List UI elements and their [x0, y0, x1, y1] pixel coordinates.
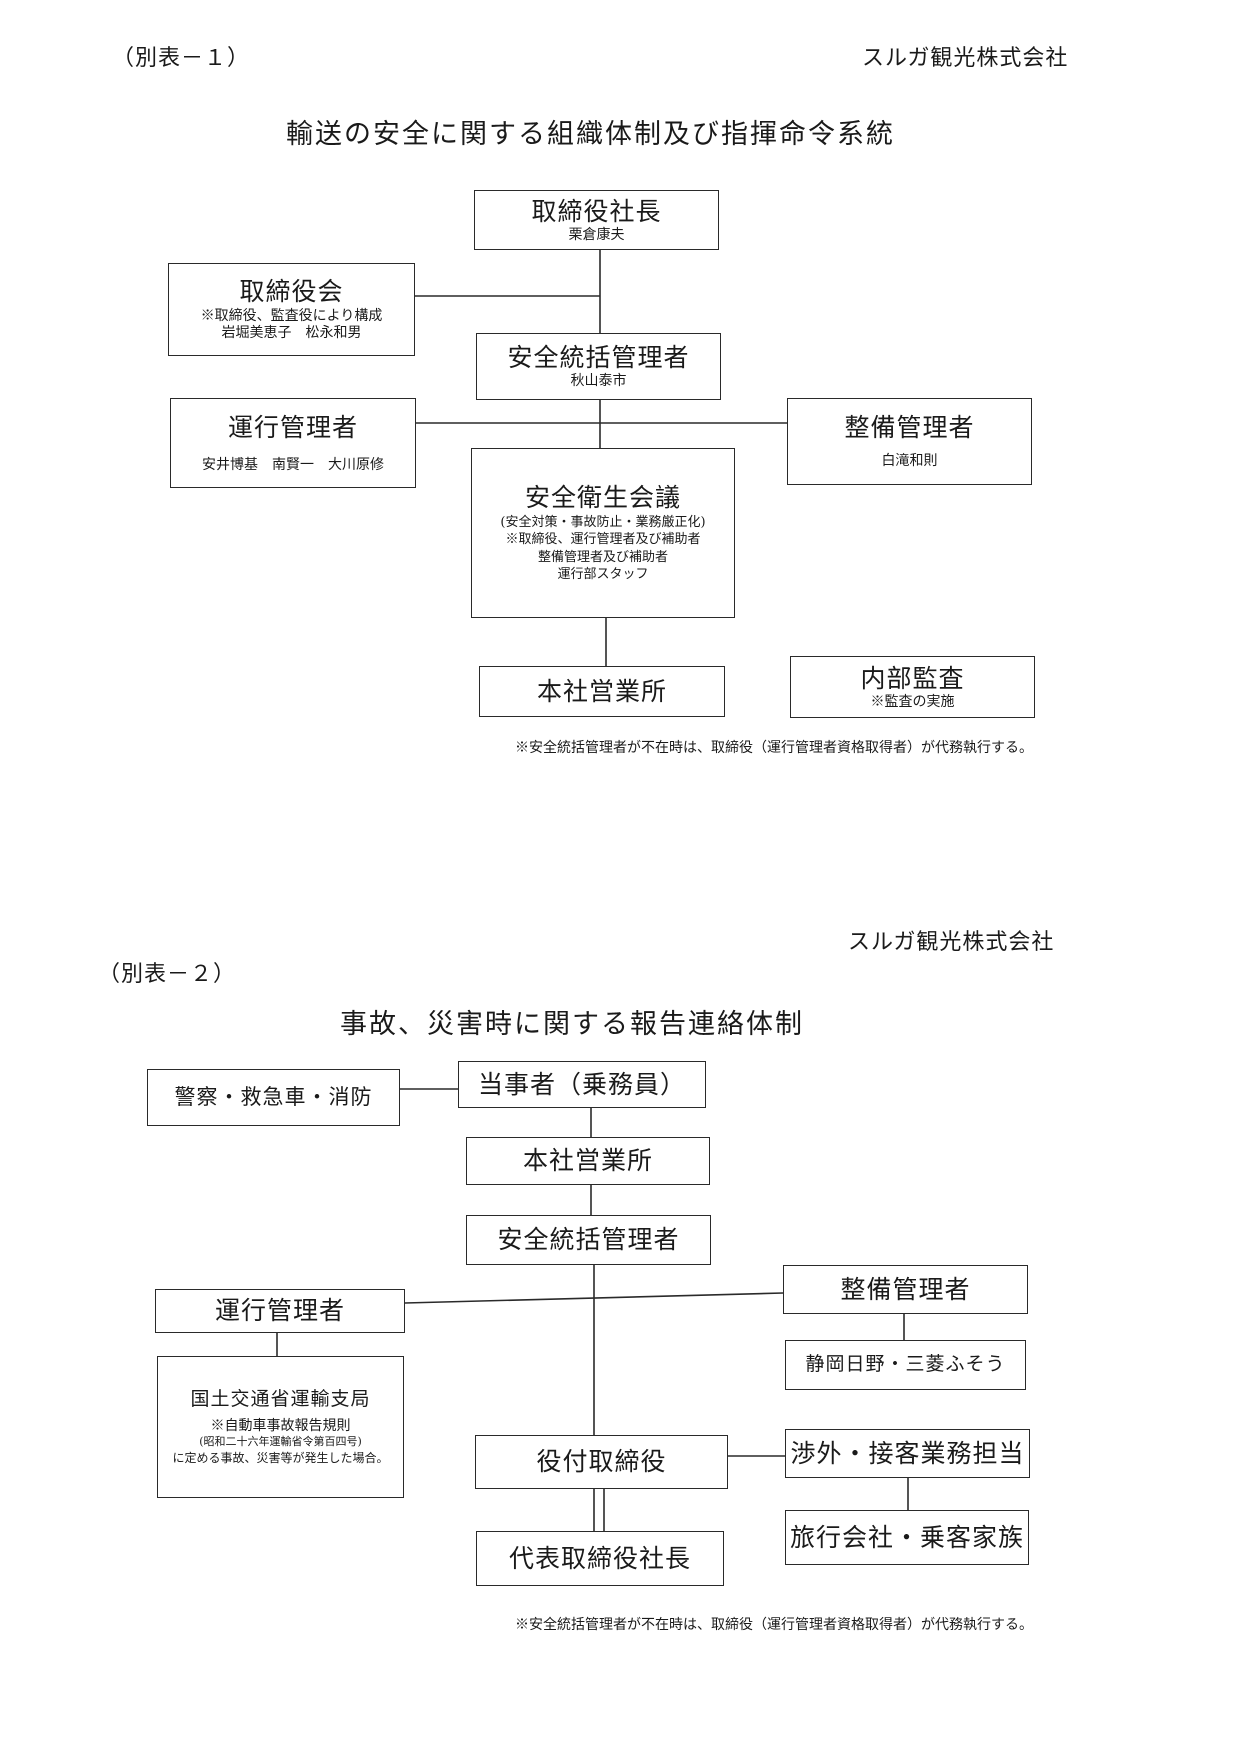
internal-audit-title: 内部監査: [860, 663, 965, 693]
transport-bureau-line3: に定める事故、災害等が発生した場合。: [172, 1450, 389, 1465]
section1-footnote: ※安全統括管理者が不在時は、取締役（運行管理者資格取得者）が代務執行する。: [515, 740, 1033, 756]
party-title: 当事者（乗務員）: [477, 1069, 686, 1099]
president-title: 取締役社長: [531, 196, 662, 226]
head-office-title: 本社営業所: [536, 676, 667, 706]
operation-manager2-title: 運行管理者: [214, 1296, 345, 1326]
director-title: 役付取締役: [536, 1447, 667, 1477]
section2-company: スルガ観光株式会社: [848, 930, 1055, 955]
president-name: 栗倉康夫: [568, 226, 625, 243]
safety-manager2-title: 安全統括管理者: [497, 1225, 680, 1255]
party-box: 当事者（乗務員）: [458, 1061, 706, 1108]
board-title: 取締役会: [239, 277, 344, 307]
dealers-title: 静岡日野・三菱ふそう: [805, 1353, 1006, 1376]
transport-bureau-box: 国土交通省運輸支局 ※自動車事故報告規則 (昭和二十六年運輸省令第百四号) に定…: [157, 1356, 404, 1498]
safety-manager-title: 安全統括管理者: [507, 343, 690, 373]
transport-bureau-title: 国土交通省運輸支局: [190, 1387, 371, 1410]
safety-manager2-box: 安全統括管理者: [466, 1215, 711, 1265]
external-title: 渉外・接客業務担当: [790, 1438, 1025, 1468]
operation-manager-title: 運行管理者: [227, 412, 358, 442]
safety-manager-box: 安全統括管理者 秋山泰市: [476, 333, 721, 400]
travel-box: 旅行会社・乗客家族: [785, 1510, 1029, 1565]
representative-box: 代表取締役社長: [476, 1531, 724, 1586]
internal-audit-note: ※監査の実施: [870, 693, 955, 710]
connector: [404, 1292, 784, 1304]
section1-label: （別表－１）: [112, 46, 251, 71]
representative-title: 代表取締役社長: [508, 1543, 691, 1573]
safety-manager-name: 秋山泰市: [570, 373, 627, 390]
maintenance-manager2-title: 整備管理者: [840, 1274, 971, 1304]
director-box: 役付取締役: [475, 1435, 728, 1489]
safety-council-title: 安全衛生会議: [524, 483, 681, 513]
board-note: ※取締役、監査役により構成: [200, 307, 383, 324]
travel-title: 旅行会社・乗客家族: [789, 1522, 1024, 1552]
board-box: 取締役会 ※取締役、監査役により構成 岩堀美恵子 松永和男: [168, 263, 415, 356]
board-members: 岩堀美恵子 松永和男: [221, 325, 362, 342]
section1-company: スルガ観光株式会社: [862, 46, 1069, 71]
safety-council-line1: (安全対策・事故防止・業務厳正化): [500, 514, 706, 530]
emergency-box: 警察・救急車・消防: [147, 1069, 400, 1126]
operation-manager2-box: 運行管理者: [155, 1289, 405, 1333]
safety-council-line4: 運行部スタッフ: [557, 567, 649, 583]
operation-manager-names: 安井博基 南賢一 大川原修: [202, 456, 384, 473]
head-office2-title: 本社営業所: [522, 1146, 653, 1176]
transport-bureau-line1: ※自動車事故報告規則: [210, 1417, 351, 1434]
maintenance-manager-name: 白滝和則: [881, 453, 938, 470]
maintenance-manager-box: 整備管理者 白滝和則: [787, 398, 1032, 485]
emergency-title: 警察・救急車・消防: [174, 1085, 373, 1110]
transport-bureau-line2: (昭和二十六年運輸省令第百四号): [199, 1435, 362, 1449]
safety-council-line2: ※取締役、運行管理者及び補助者: [505, 532, 701, 548]
operation-manager-box: 運行管理者 安井博基 南賢一 大川原修: [170, 398, 416, 488]
safety-council-line3: 整備管理者及び補助者: [537, 549, 668, 565]
maintenance-manager2-box: 整備管理者: [783, 1265, 1028, 1314]
president-box: 取締役社長 栗倉康夫: [474, 190, 719, 250]
section2-label: （別表－２）: [98, 962, 237, 987]
head-office2-box: 本社営業所: [466, 1137, 710, 1185]
section2-footnote: ※安全統括管理者が不在時は、取締役（運行管理者資格取得者）が代務執行する。: [515, 1617, 1033, 1633]
head-office-box: 本社営業所: [479, 666, 725, 717]
section2-title: 事故、災害時に関する報告連絡体制: [340, 1009, 804, 1040]
internal-audit-box: 内部監査 ※監査の実施: [790, 656, 1035, 718]
safety-council-box: 安全衛生会議 (安全対策・事故防止・業務厳正化) ※取締役、運行管理者及び補助者…: [471, 448, 735, 618]
section1-title: 輸送の安全に関する組織体制及び指揮命令系統: [286, 119, 895, 150]
dealers-box: 静岡日野・三菱ふそう: [785, 1340, 1026, 1390]
maintenance-manager-title: 整備管理者: [844, 413, 975, 443]
external-box: 渉外・接客業務担当: [785, 1429, 1030, 1478]
